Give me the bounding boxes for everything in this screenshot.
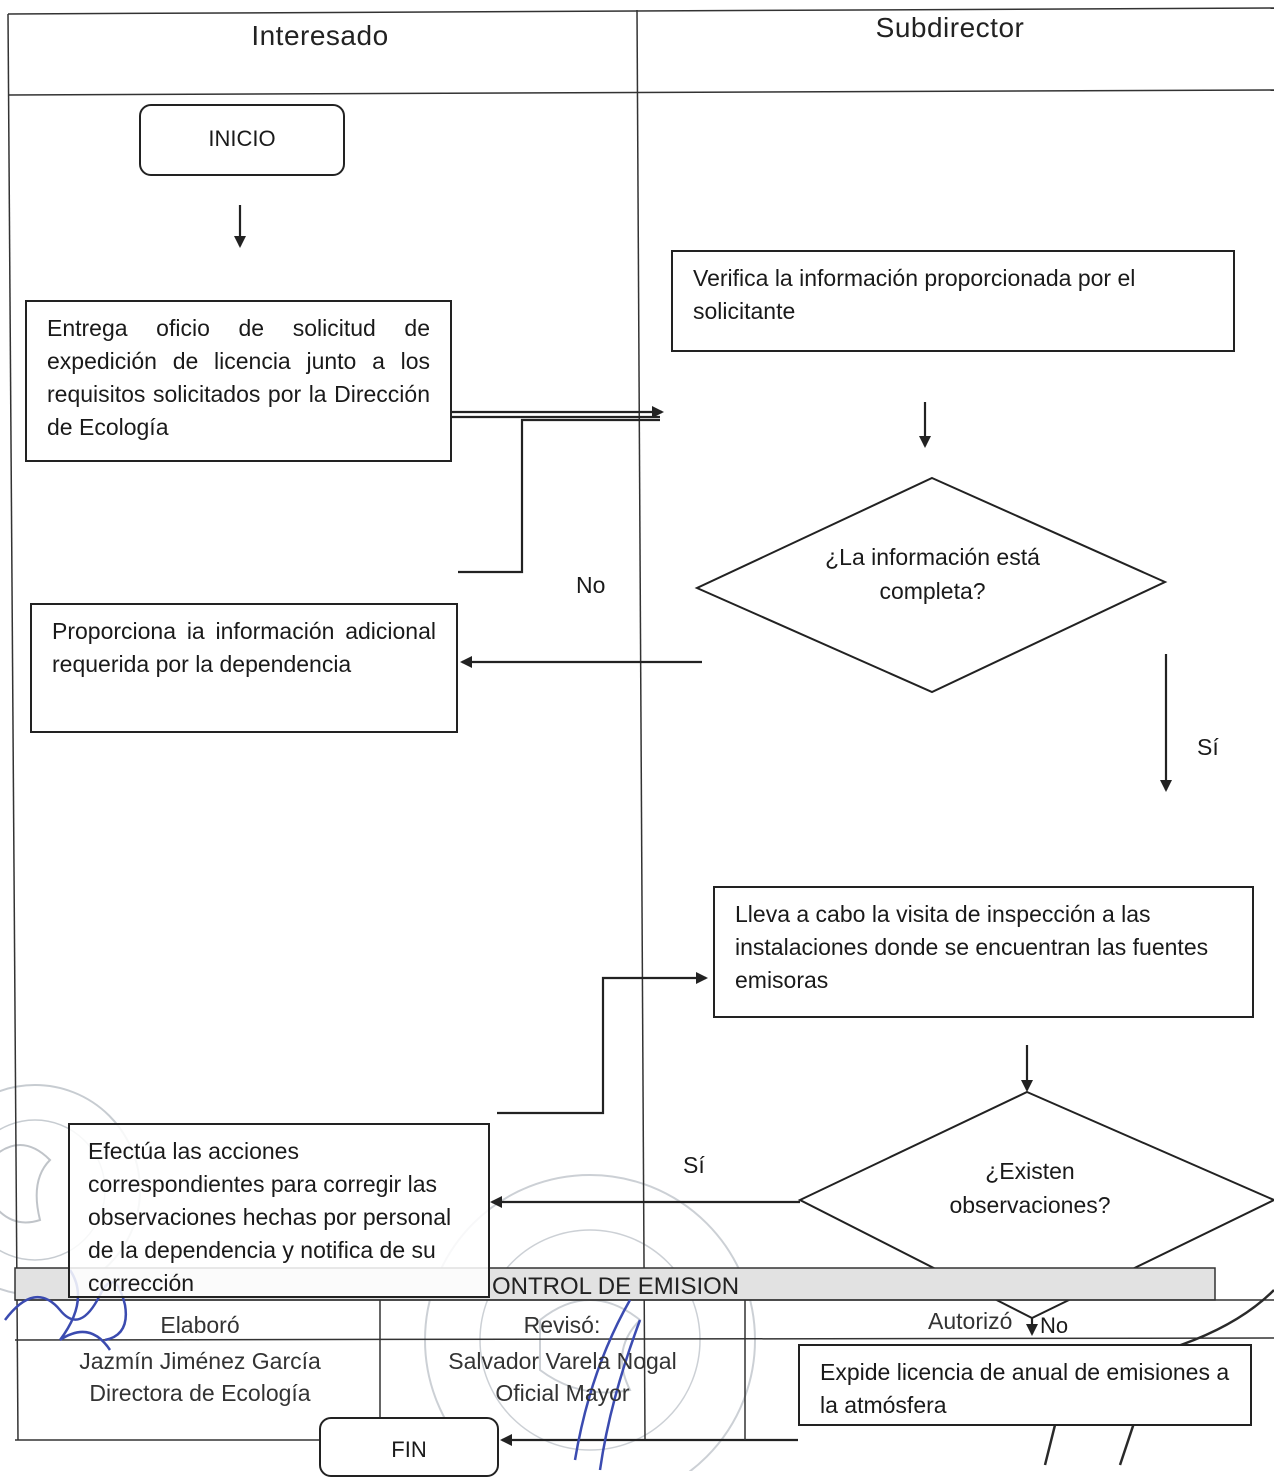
end-node: FIN — [319, 1417, 499, 1477]
connectors — [234, 205, 1172, 1446]
lane-title-interesado: Interesado — [251, 20, 389, 51]
decision-observaciones-text: ¿Existen observaciones? — [949, 1158, 1111, 1218]
decision-completa-text: ¿La información está completa? — [825, 544, 1040, 604]
reviso-name: Salvador Varela Nogal — [448, 1348, 677, 1374]
expide-licencia-box: Expide licencia de anual de emisiones a … — [798, 1344, 1252, 1426]
autorizo-label: Autorizó — [928, 1308, 1013, 1334]
edge-label-no-2: No — [1040, 1313, 1069, 1338]
verifica-informacion-box: Verifica la información proporcionada po… — [671, 250, 1235, 352]
reviso-label: Revisó: — [523, 1312, 601, 1338]
signature-center — [573, 1299, 642, 1471]
edge-label-si-2: Sí — [683, 1152, 705, 1178]
control-title: ONTROL DE EMISION — [492, 1273, 740, 1300]
elaboro-role: Directora de Ecología — [89, 1380, 311, 1406]
elaboro-name: Jazmín Jiménez García — [79, 1348, 321, 1374]
reviso-role: Oficial Mayor — [495, 1380, 630, 1406]
elaboro-label: Elaboró — [160, 1312, 240, 1338]
efectua-acciones-box: Efectúa las acciones correspondientes pa… — [68, 1123, 490, 1298]
edge-label-no-1: No — [576, 572, 606, 598]
entrega-oficio-box: Entrega oficio de solicitud de expedició… — [25, 300, 452, 462]
edge-label-si-1: Sí — [1197, 734, 1219, 760]
proporciona-informacion-box: Proporciona ia información adicional req… — [30, 603, 458, 733]
decision-completa-diamond — [694, 476, 1168, 694]
decision-observaciones-diamond — [797, 1090, 1274, 1320]
start-node: INICIO — [139, 104, 345, 176]
lane-title-subdirector: Subdirector — [875, 12, 1025, 43]
inspeccion-box: Lleva a cabo la visita de inspección a l… — [713, 886, 1254, 1018]
